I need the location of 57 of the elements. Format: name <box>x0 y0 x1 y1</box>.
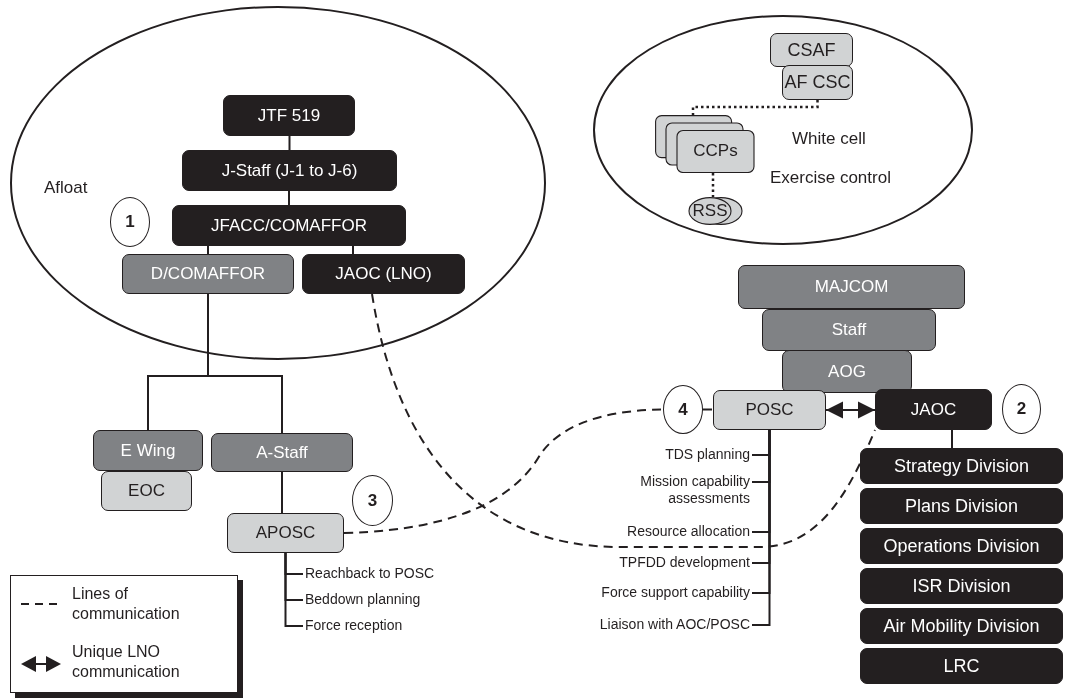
callout-number: 3 <box>352 475 393 526</box>
legend-text: Lines of communication <box>72 584 181 624</box>
org-box: LRC <box>860 648 1063 684</box>
connector-line <box>751 429 771 626</box>
callout-number: 4 <box>663 385 703 434</box>
org-box: Plans Division <box>860 488 1063 524</box>
connector-line <box>288 135 291 151</box>
org-box: AOG <box>782 350 912 393</box>
dotted-connector <box>711 173 715 197</box>
org-box: CSAF <box>770 33 853 67</box>
org-box: JAOC (LNO) <box>302 254 465 294</box>
function-label: TPFDD development <box>560 554 750 571</box>
callout-number: 2 <box>1002 384 1041 434</box>
dashed-connector <box>343 408 664 534</box>
org-box: POSC <box>713 390 826 430</box>
dashed-connector <box>371 293 876 548</box>
org-box: MAJCOM <box>738 265 965 309</box>
dashed-connector <box>702 408 714 411</box>
function-label: Mission capability assessments <box>600 473 750 507</box>
connector-line <box>352 245 354 255</box>
function-label: TDS planning <box>560 446 750 463</box>
connector-line <box>207 245 209 255</box>
org-box: EOC <box>101 471 192 511</box>
org-box: JAOC <box>875 389 992 430</box>
org-box: Staff <box>762 309 936 351</box>
legend-text: Unique LNO communication <box>72 642 181 682</box>
connector-line <box>288 190 290 206</box>
callout-number: 1 <box>110 197 150 247</box>
group-title: White cell <box>792 129 866 149</box>
function-label: Beddown planning <box>305 591 495 608</box>
function-label: Force reception <box>305 617 495 634</box>
function-label: Resource allocation <box>560 523 750 540</box>
function-label: Liaison with AOC/POSC <box>560 616 750 633</box>
function-label: Reachback to POSC <box>305 565 495 582</box>
org-box: APOSC <box>227 513 344 553</box>
group-ellipse <box>593 15 973 245</box>
connector-line <box>951 429 953 449</box>
org-box: D/COMAFFOR <box>122 254 294 294</box>
org-box: JTF 519 <box>223 95 355 136</box>
group-title: Afloat <box>44 178 88 198</box>
double-arrow <box>825 401 876 419</box>
org-box: AF CSC <box>782 65 853 100</box>
dotted-connector <box>691 100 819 115</box>
connector-line <box>207 293 283 434</box>
connector-line <box>284 552 304 627</box>
org-box: Air Mobility Division <box>860 608 1063 644</box>
group-ellipse <box>10 6 546 360</box>
org-box: JFACC/COMAFFOR <box>172 205 406 246</box>
org-box: ISR Division <box>860 568 1063 604</box>
org-box: Strategy Division <box>860 448 1063 484</box>
group-subtitle: Exercise control <box>770 168 891 188</box>
org-box: E Wing <box>93 430 203 471</box>
org-box: A-Staff <box>211 433 353 472</box>
org-box: Operations Division <box>860 528 1063 564</box>
connector-line <box>281 471 283 514</box>
function-label: Force support capability <box>545 584 750 601</box>
org-box: J-Staff (J-1 to J-6) <box>182 150 397 191</box>
